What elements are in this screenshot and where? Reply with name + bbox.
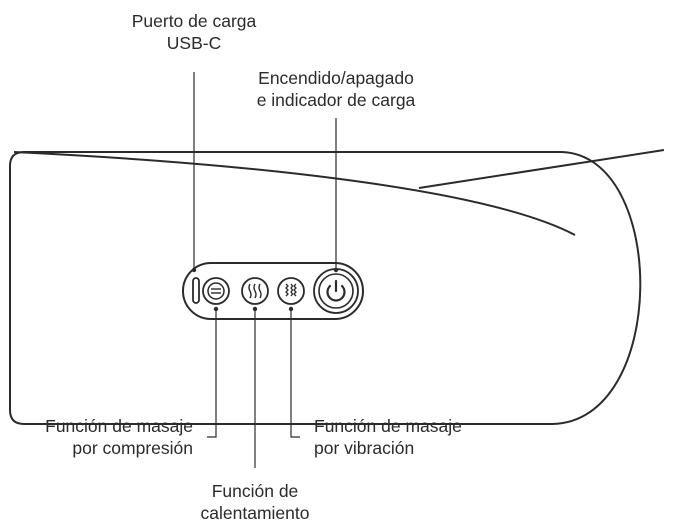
device-body-outline [9,151,642,425]
heating-button[interactable] [241,277,269,305]
compression-label-line2: por compresión [72,438,193,458]
power-callout-dot [333,267,339,273]
compression-callout-line [207,309,217,438]
power-button[interactable] [313,268,359,314]
vibration-label-line2: por vibración [314,438,415,458]
power-label-line2: e indicador de carga [256,90,416,110]
heat-icon [248,283,262,299]
power-label: Encendido/apagado e indicador de carga [226,67,446,111]
vibration-icon [285,283,297,297]
compression-label-line1: Función de masaje [45,416,193,436]
usb-port-icon [192,277,200,304]
flap-fold-line [418,149,665,189]
vibration-label-line1: Función de masaje [314,416,462,436]
flap-edge [13,151,576,236]
usb-port-label-line2: USB-C [166,33,222,53]
vibration-button[interactable] [277,277,305,305]
heating-callout-dot [252,306,258,312]
compression-button[interactable] [202,277,230,305]
heating-label-line2: calentamiento [200,503,310,523]
vibration-callout-dot [288,306,294,312]
compression-label: Función de masaje por compresión [0,415,193,459]
usb-callout-dot [191,267,197,273]
heating-label: Función de calentamiento [165,480,345,524]
control-panel [182,262,364,320]
vibration-callout-line [290,309,300,438]
compression-callout-dot [213,306,219,312]
power-icon [326,279,346,302]
usb-port-label: Puerto de carga USB-C [104,10,284,54]
usb-port-label-line1: Puerto de carga [131,11,257,31]
compression-icon [207,282,225,300]
power-label-line1: Encendido/apagado [258,68,414,88]
heating-label-line1: Función de [211,481,299,501]
vibration-label: Función de masaje por vibración [314,415,534,459]
